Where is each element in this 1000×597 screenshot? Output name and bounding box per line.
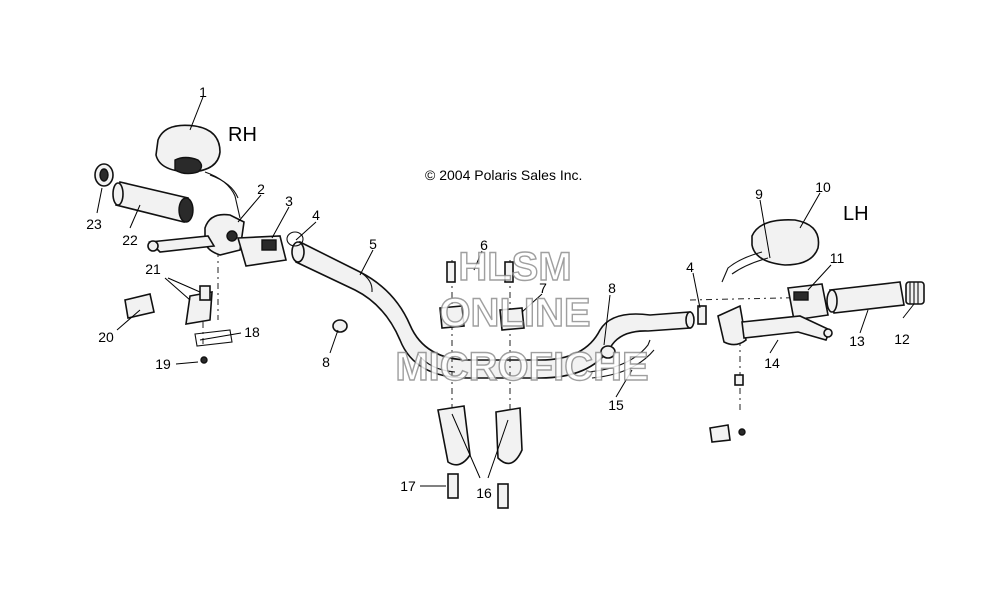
callout-numbers: 1 2 3 4 4 5 6 7 8 8 9 10 11 12 13 14 15 … (86, 84, 910, 501)
callout-22: 22 (122, 232, 138, 248)
callout-13: 13 (849, 333, 865, 349)
lh-lever-assembly (697, 304, 833, 443)
callout-23: 23 (86, 216, 102, 232)
callout-3: 3 (285, 193, 293, 209)
lh-bar-end (905, 281, 925, 305)
center-clamps (437, 261, 525, 509)
watermark-line-3: MICROFICHE (395, 345, 648, 389)
lh-grip (826, 281, 905, 314)
rh-grip-ring (94, 163, 114, 187)
rh-switch-parts (124, 285, 233, 364)
leader-lines (96, 96, 915, 487)
callout-17: 17 (400, 478, 416, 494)
callout-14: 14 (764, 355, 780, 371)
rh-label: RH (228, 124, 257, 146)
callout-16: 16 (476, 485, 492, 501)
rh-grip (112, 181, 194, 223)
watermark-line-1: HLSM (458, 245, 571, 289)
handlebar (291, 240, 695, 379)
callout-12: 12 (894, 331, 910, 347)
lh-switch-housing (787, 283, 829, 321)
callout-18: 18 (244, 324, 260, 340)
callout-6: 6 (480, 237, 488, 253)
callout-1: 1 (199, 84, 207, 100)
rh-clamp-ring (286, 231, 304, 247)
callout-5: 5 (369, 236, 377, 252)
callout-19: 19 (155, 356, 171, 372)
rh-master-cylinder (147, 213, 287, 267)
callout-15: 15 (608, 397, 624, 413)
callout-11: 11 (830, 250, 845, 266)
rh-mirror (155, 124, 241, 219)
choke-cable (587, 339, 655, 379)
lh-label: LH (843, 203, 869, 225)
callout-10: 10 (815, 179, 831, 195)
watermark: HLSM ONLINE MICROFICHE (395, 244, 650, 389)
callout-20: 20 (98, 329, 114, 345)
plugs (332, 319, 616, 359)
callout-2: 2 (257, 181, 265, 197)
callout-4b: 4 (686, 259, 694, 275)
lh-mirror (721, 219, 820, 283)
callout-21: 21 (145, 261, 161, 277)
copyright-text: © 2004 Polaris Sales Inc. (425, 167, 582, 183)
callout-4a: 4 (312, 207, 320, 223)
callout-9: 9 (755, 186, 763, 202)
callout-8b: 8 (608, 280, 616, 296)
watermark-line-2: ONLINE (439, 291, 590, 335)
callout-8a: 8 (322, 354, 330, 370)
callout-7: 7 (539, 280, 547, 296)
